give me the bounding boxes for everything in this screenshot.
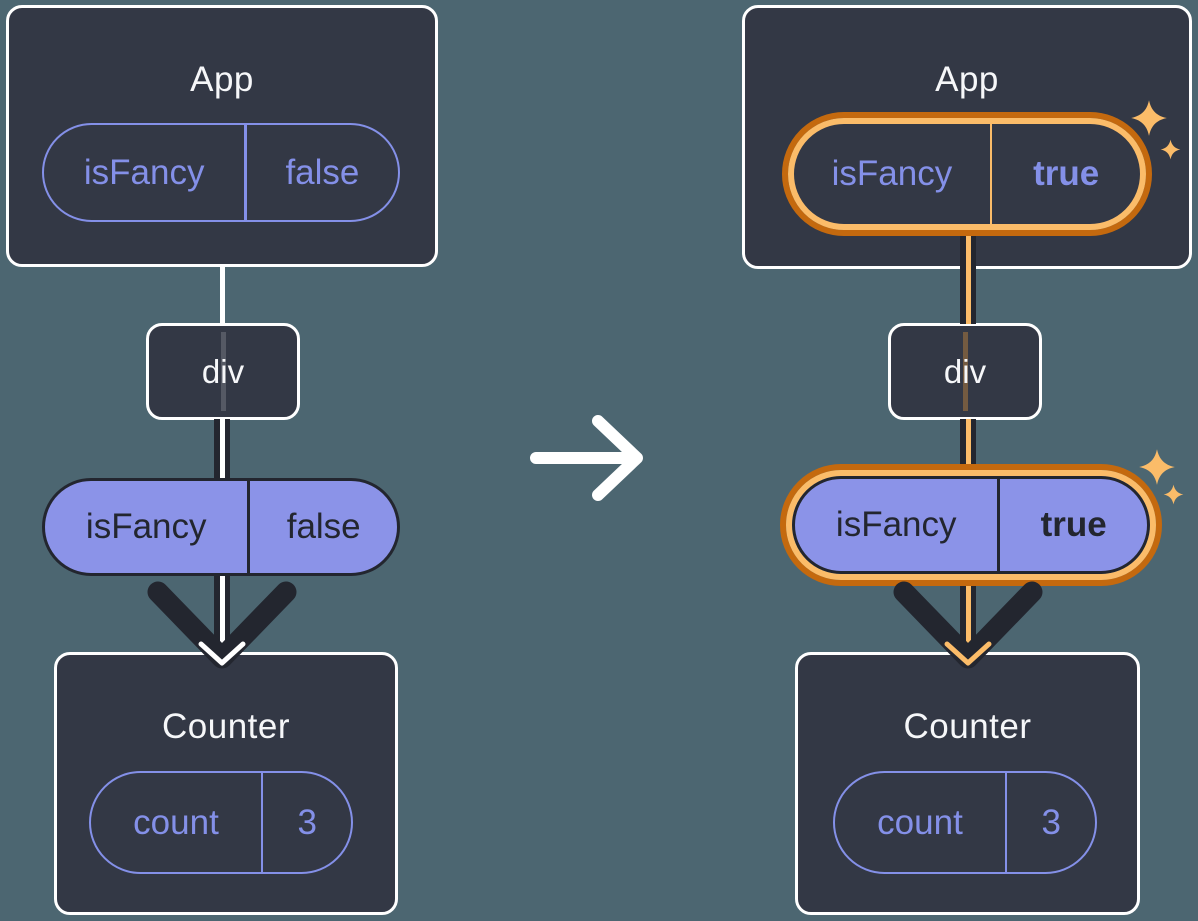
arrowhead-icon (943, 640, 993, 674)
prop-name: isFancy (85, 507, 207, 546)
counter-title: Counter (161, 707, 291, 746)
pill-divider (247, 481, 251, 573)
state-name: count (133, 802, 219, 842)
highlight-ring-passed-prop: isFancy true (780, 464, 1162, 586)
sparkle-icon (1160, 139, 1181, 160)
prop-value: true (1040, 505, 1107, 544)
sparkle-icon (1163, 484, 1184, 505)
app-title: App (190, 60, 254, 99)
passed-prop-pill: isFancy false (42, 478, 400, 576)
state-pill: count 3 (89, 771, 353, 874)
transition-arrow-icon (528, 412, 648, 504)
state-name: count (877, 802, 963, 842)
prop-name: isFancy (83, 152, 205, 192)
passed-prop-pill: isFancy true (792, 476, 1150, 574)
app-title: App (935, 60, 999, 99)
arrowhead-outline-icon (892, 581, 1044, 690)
app-prop-pill: isFancy false (42, 123, 400, 222)
prop-name: isFancy (835, 505, 957, 544)
sparkle-icon (1130, 99, 1168, 137)
prop-value: false (285, 152, 360, 192)
prop-name: isFancy (831, 154, 953, 193)
pill-divider (260, 773, 264, 872)
div-label: div (943, 352, 987, 390)
pill-divider (1004, 773, 1008, 872)
highlight-ring-inner: isFancy true (786, 470, 1156, 580)
prop-value: true (1033, 154, 1100, 193)
pill-divider (244, 125, 247, 220)
ghost-line (220, 332, 226, 411)
pill-divider (989, 124, 993, 224)
pill-divider (997, 479, 1001, 571)
highlight-ring-inner: isFancy true (788, 118, 1146, 230)
arrowhead-outline-icon (146, 581, 298, 690)
connector-app-div-core (966, 228, 971, 324)
div-label: div (201, 352, 245, 390)
prop-value: false (286, 507, 361, 546)
counter-title: Counter (903, 707, 1032, 746)
state-value: 3 (297, 802, 317, 842)
sparkle-icon (1138, 448, 1176, 486)
connector-app-div (220, 266, 225, 324)
state-pill: count 3 (833, 771, 1097, 874)
div-node: div (146, 323, 300, 420)
arrowhead-icon (197, 640, 247, 674)
state-value: 3 (1041, 802, 1061, 842)
div-node: div (888, 323, 1042, 420)
highlight-ring-app-prop: isFancy true (782, 112, 1152, 236)
ghost-line (962, 332, 968, 411)
